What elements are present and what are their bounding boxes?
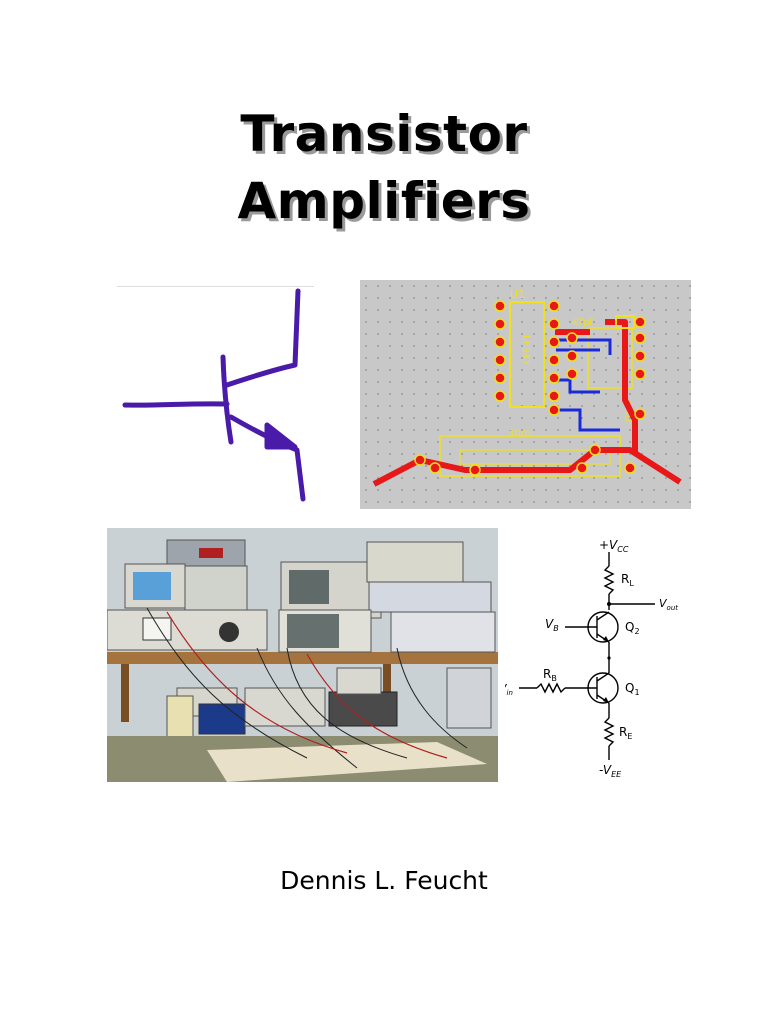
q2-label: Q xyxy=(625,620,634,634)
svg-text:+VCC: +VCC xyxy=(599,538,629,554)
svg-text:RB: RB xyxy=(543,667,557,683)
pcb-layout-image: U1 LF347 47pF 30m GND + xyxy=(360,280,691,509)
re-sub: E xyxy=(627,732,632,741)
q1-label: Q xyxy=(625,681,634,695)
rb-sub: B xyxy=(551,674,557,683)
vee-sub: EE xyxy=(611,770,622,779)
rl-sub: L xyxy=(629,579,634,588)
svg-text:Q2: Q2 xyxy=(625,620,640,636)
chip-label: U1 xyxy=(510,288,525,301)
svg-text:Q1: Q1 xyxy=(625,681,640,697)
resistor-label: 30m xyxy=(508,428,530,439)
circuit-schematic: +VCC RL Vout VB Q2 RB Vin Q1 RE -VEE xyxy=(505,528,689,782)
svg-text:VB: VB xyxy=(545,617,559,633)
title-line-1: Transistor xyxy=(240,105,528,163)
re-label: R xyxy=(619,725,627,739)
cap-label: 47pF xyxy=(572,318,594,328)
vb-label: V xyxy=(545,617,554,631)
svg-text:RL: RL xyxy=(621,572,634,588)
lab-bench-photo xyxy=(107,528,498,782)
vout-label: V xyxy=(659,597,668,610)
vcc-label: +V xyxy=(599,538,618,552)
vout-sub: out xyxy=(667,604,679,612)
q1-sub: 1 xyxy=(634,688,639,697)
vee-label: -V xyxy=(599,763,612,777)
svg-text:Vout: Vout xyxy=(659,597,678,612)
transistor-sketch-image xyxy=(117,286,314,503)
q2-sub: 2 xyxy=(634,627,639,636)
rb-label: R xyxy=(543,667,551,681)
title-line-2: Amplifiers xyxy=(237,172,531,230)
svg-text:Vin: Vin xyxy=(505,682,513,697)
svg-text:RE: RE xyxy=(619,725,632,741)
svg-text:-VEE: -VEE xyxy=(599,763,622,779)
chip-part-label: LF347 xyxy=(520,335,531,365)
vcc-sub: CC xyxy=(617,545,629,554)
vin-label: V xyxy=(505,682,508,695)
rl-label: R xyxy=(621,572,629,586)
author-name: Dennis L. Feucht xyxy=(280,866,488,895)
vin-sub: in xyxy=(507,689,513,697)
vb-sub: B xyxy=(553,624,559,633)
